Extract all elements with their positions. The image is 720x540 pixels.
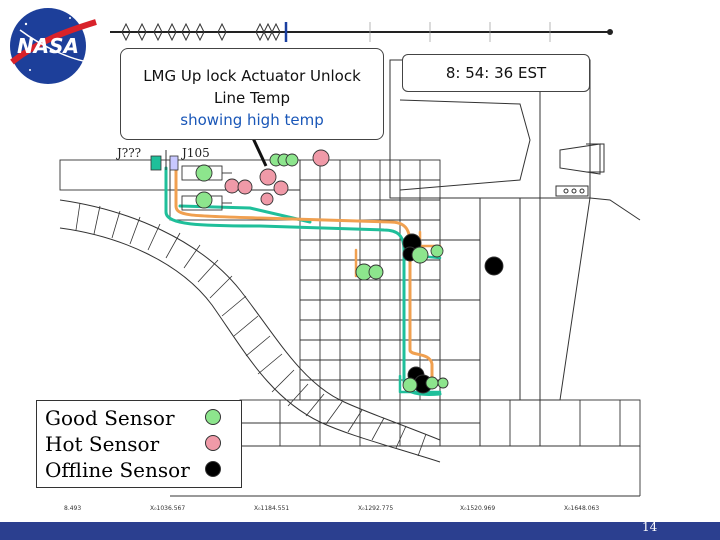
sensor-hot-5 (273, 180, 289, 196)
callout-line-3: showing high temp (180, 111, 324, 129)
station-label: X₀1036.567 (150, 505, 186, 512)
sensor-good-1 (195, 191, 213, 209)
legend-good-dot (205, 409, 221, 425)
sensor-good-13 (411, 246, 429, 264)
page-number: 14 (642, 520, 658, 534)
sensor-hot-6 (260, 192, 274, 206)
station-label: X₀1292.775 (358, 505, 394, 512)
station-label: 8.493 (64, 505, 82, 512)
sensor-good-20 (402, 377, 418, 393)
gear-area-structure (389, 59, 641, 401)
curved-frame-band (59, 199, 441, 463)
callout-lmg-uplock: LMG Up lock Actuator Unlock Line Temp sh… (120, 48, 384, 140)
legend-offline-label: Offline Sensor (45, 458, 190, 482)
station-label: X₀1520.969 (460, 505, 496, 512)
station-label: X₀1184.551 (254, 505, 290, 512)
footer-bar (0, 522, 720, 540)
timeline-bar (110, 22, 613, 42)
sensor-good-21 (425, 376, 439, 390)
sensor-legend: Good Sensor Hot Sensor Offline Sensor (36, 400, 242, 488)
callout-line-2: Line Temp (213, 89, 290, 107)
sensor-hot-2 (224, 178, 240, 194)
legend-hot-label: Hot Sensor (45, 432, 160, 456)
legend-good-label: Good Sensor (45, 406, 175, 430)
legend-hot-dot (205, 435, 221, 451)
label-j105: J105 (182, 146, 210, 160)
sensor-good-9 (285, 153, 299, 167)
nasa-logo-icon: NASA (10, 8, 97, 84)
time-callout: 8: 54: 36 EST (402, 54, 590, 92)
callout-pointer (250, 135, 268, 167)
sensor-good-14 (430, 244, 444, 258)
sensor-offline-15 (484, 256, 504, 276)
station-label: X₀1648.063 (564, 505, 600, 512)
label-jqqq: J??? (117, 146, 142, 160)
svg-text:NASA: NASA (17, 34, 79, 58)
sensor-good-22 (437, 377, 449, 389)
sensor-good-0 (195, 164, 213, 182)
sensor-layer (195, 149, 504, 394)
legend-offline-dot (205, 461, 221, 477)
connector-jqqq (150, 150, 167, 171)
callout-line-1: LMG Up lock Actuator Unlock (143, 67, 361, 85)
sensor-hot-10 (312, 149, 330, 167)
sensor-good-17 (368, 264, 384, 280)
sensor-hot-3 (237, 179, 253, 195)
connector-j105 (169, 155, 179, 171)
sensor-hot-4 (259, 168, 277, 186)
